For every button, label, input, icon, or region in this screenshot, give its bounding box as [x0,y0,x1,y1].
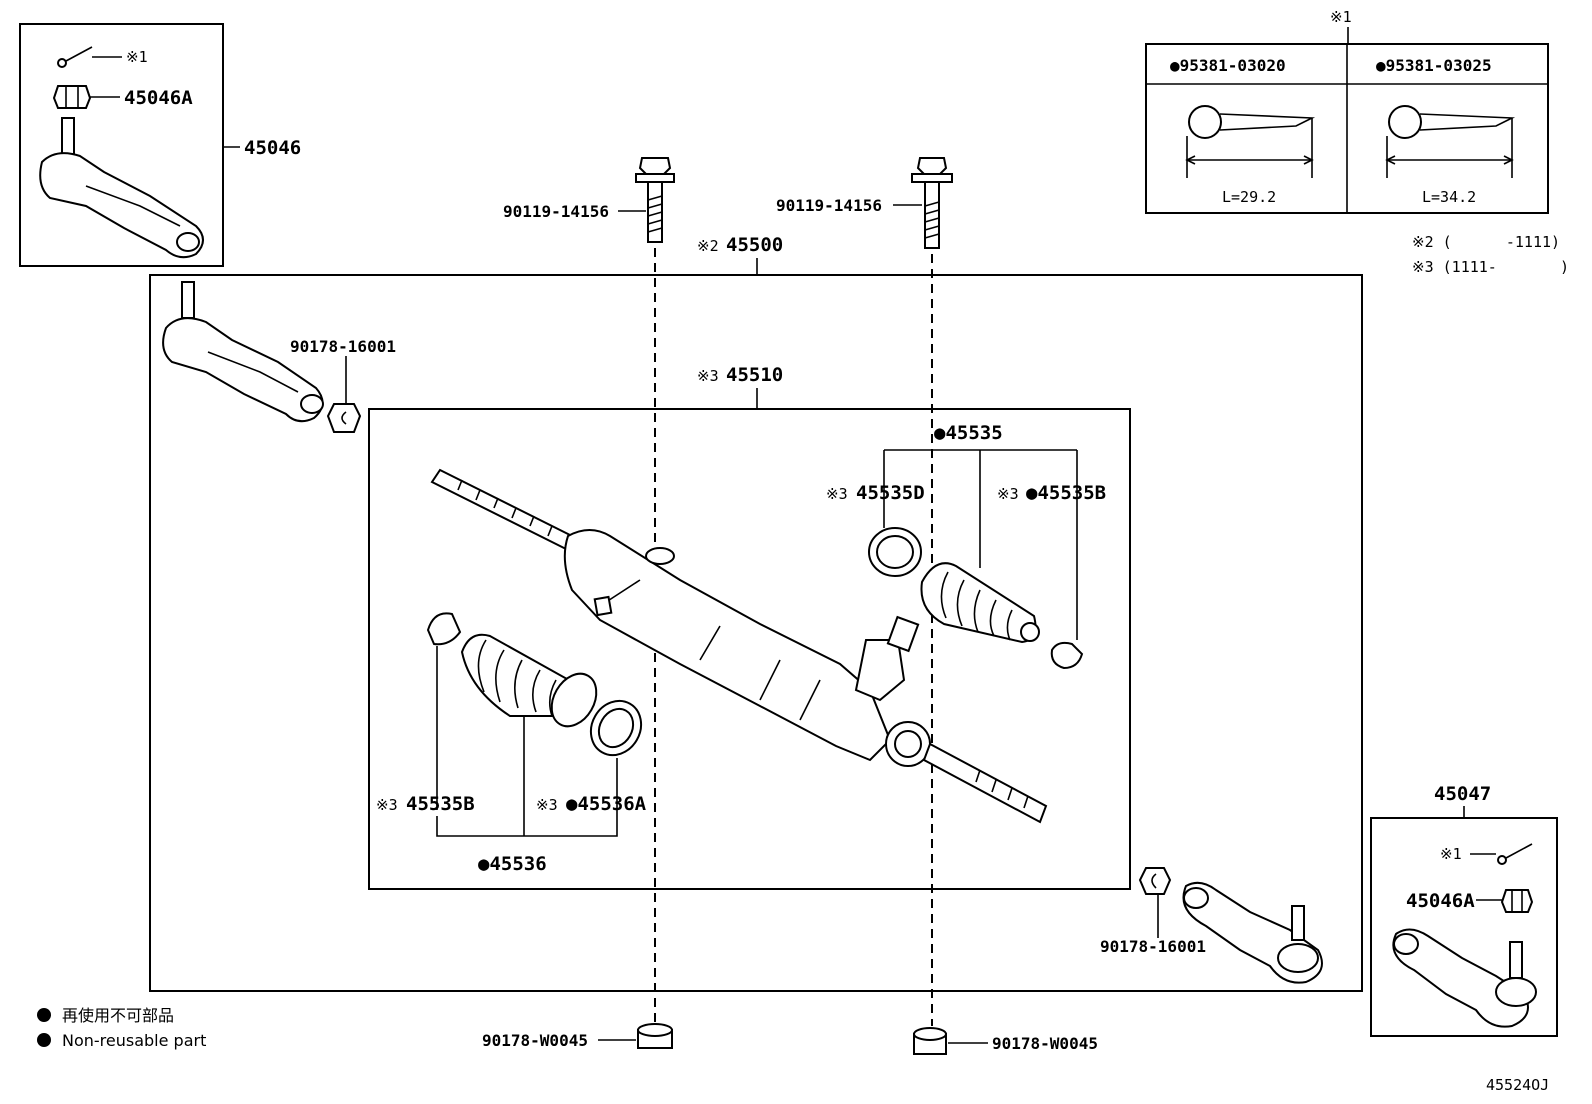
bolt-right-icon [911,157,953,249]
nut-lh-icon [52,85,92,109]
pin-table-col2-part: ●95381-03025 [1376,56,1492,75]
nut-rh-icon [1500,889,1534,913]
label-clip-left-prefix: ※3 [376,796,398,814]
label-tie-rod-end-rh: 45047 [1434,783,1491,805]
tie-rod-end-right-icon [1182,881,1323,984]
legend-line-2: Non-reusable part [62,1031,206,1050]
gear-assy-box [149,274,1363,992]
label-rack-assy: 45510 [726,364,783,386]
cotter-pin-short-icon [1185,105,1316,178]
label-bolt-left: 90119-14156 [503,202,609,221]
label-cotter-lh: ※1 [126,48,148,66]
label-nut-bottom-left: 90178-W0045 [482,1031,588,1050]
label-nut-rh: 45046A [1406,890,1475,912]
label-boot-left: ●45536 [478,853,547,875]
note-2: ※2 ( -1111) [1412,233,1560,251]
nut-bottom-right-icon [913,1027,947,1055]
label-nut-tie-left: 90178-16001 [290,337,396,356]
label-gear-assy: 45500 [726,234,783,256]
label-gear-assy-prefix: ※2 [697,237,719,255]
inset-box-tie-rod-lh [19,23,224,267]
nut-tie-right-icon [1138,867,1172,895]
legend-dot-1 [37,1008,51,1022]
boot-right-icon [868,527,1084,670]
label-clamp-right: 45535D [856,482,925,504]
nut-bottom-left-icon [637,1023,673,1049]
legend-line-1: 再使用不可部品 [62,1006,174,1025]
bolt-left-icon [635,157,675,243]
pin-table-col1-length: L=29.2 [1222,188,1276,206]
pin-table-header: ※1 [1330,8,1352,26]
steering-rack-icon [430,468,1048,824]
cotter-pin-rh [1497,843,1533,865]
rack-assy-box [368,408,1131,890]
label-nut-lh: 45046A [124,87,193,109]
nut-tie-left-icon [326,403,362,433]
label-clamp-left-prefix: ※3 [536,796,558,814]
cotter-pin-long-icon [1385,105,1516,178]
label-clamp-left: ●45536A [566,793,647,815]
label-boot-kit-right: ●45535 [934,422,1003,444]
label-clip-right-prefix: ※3 [997,485,1019,503]
label-tie-rod-end-lh: 45046 [244,137,301,159]
tie-rod-end-rh-icon [1392,928,1537,1028]
figure-code: 45524OJ [1486,1076,1549,1094]
label-clip-left: 45535B [406,793,475,815]
cotter-pin-lh [57,46,122,68]
note-3: ※3 (1111- ) [1412,258,1569,276]
label-cotter-rh: ※1 [1440,845,1462,863]
legend-dot-2 [37,1033,51,1047]
pin-table-col2-length: L=34.2 [1422,188,1476,206]
label-nut-bottom-right: 90178-W0045 [992,1034,1098,1053]
label-nut-tie-right: 90178-16001 [1100,937,1206,956]
tie-rod-end-left-icon [162,281,324,423]
label-bolt-right: 90119-14156 [776,196,882,215]
label-rack-assy-prefix: ※3 [697,367,719,385]
label-clamp-right-prefix: ※3 [826,485,848,503]
label-clip-right: ●45535B [1026,482,1106,504]
inset-box-tie-rod-rh [1370,817,1558,1037]
boot-left-icon [426,612,643,757]
tie-rod-end-lh-icon [39,117,204,259]
pin-table-col1-part: ●95381-03020 [1170,56,1286,75]
